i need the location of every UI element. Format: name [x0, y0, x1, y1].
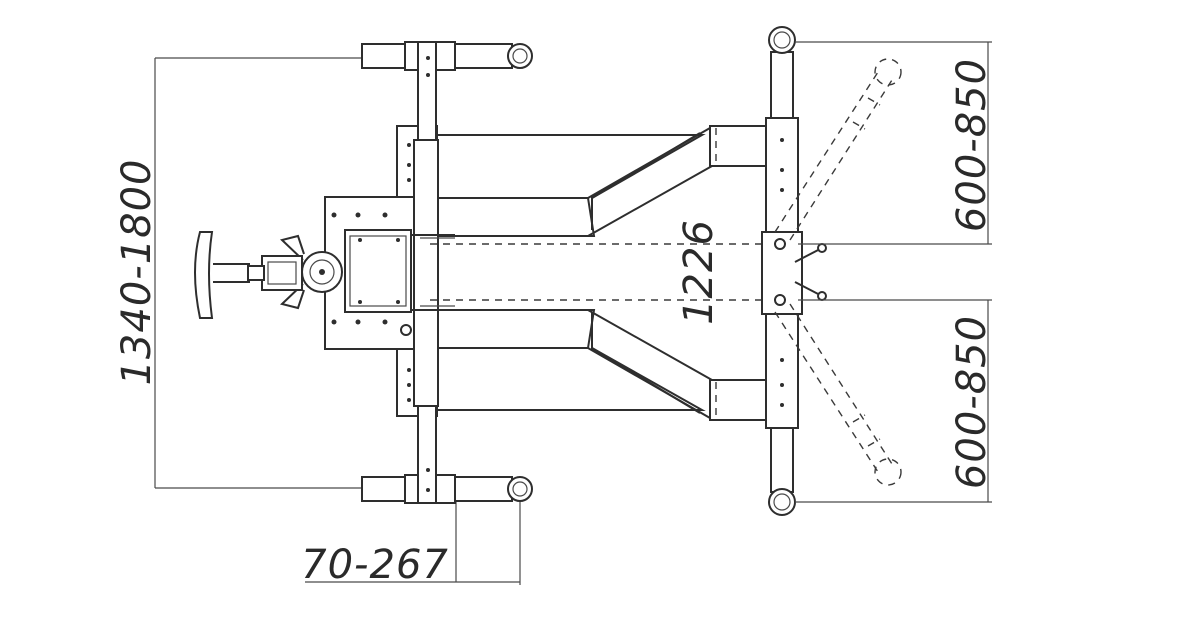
hydraulic-pump-assembly [194, 231, 343, 319]
upper-leg-dimension: 600-850 [795, 41, 995, 245]
upper-caster-arm [361, 41, 533, 71]
folding-front-arm-upper [774, 58, 902, 241]
overall-width-label: 1340-1800 [114, 158, 160, 385]
lower-front-caster-wheel [768, 488, 796, 516]
lower-leg-dimension: 600-850 [795, 299, 995, 503]
lower-caster-arm [361, 474, 533, 504]
lower-leg-label: 600-850 [949, 315, 995, 489]
lower-left-caster-wheel [507, 476, 533, 502]
upper-leg-label: 600-850 [949, 58, 995, 232]
arm-offset-label: 70-267 [301, 542, 449, 588]
upper-leg [437, 125, 771, 237]
upper-left-caster-wheel [507, 43, 533, 69]
center-length-label: 1226 [676, 219, 722, 325]
lower-leg [437, 309, 771, 421]
rear-cross-beam [331, 41, 439, 504]
overall-width-dimension: 1340-1800 [114, 57, 365, 489]
lifting-saddle [344, 229, 455, 336]
folding-front-arm-lower [774, 303, 902, 486]
center-rails [430, 243, 770, 301]
upper-front-caster-wheel [768, 26, 796, 54]
center-length-dimension: 1226 [676, 219, 722, 325]
front-cross-beam [761, 26, 827, 516]
arm-offset-dimension: 70-267 [301, 500, 521, 588]
